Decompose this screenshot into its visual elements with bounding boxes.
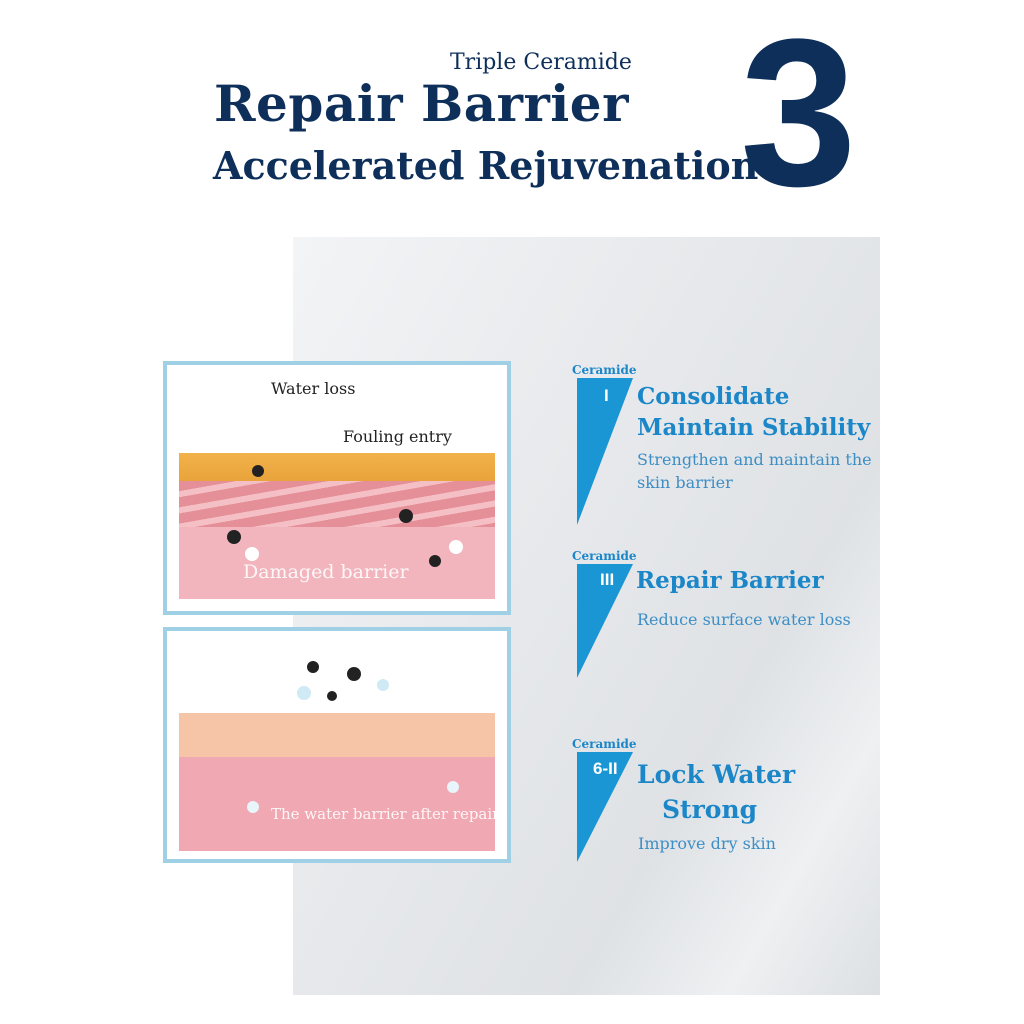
epidermis-layer (179, 481, 495, 529)
damaged-barrier-illustration: Water loss Fouling entry Damaged barrier (163, 361, 511, 615)
ceramide-numeral: III (600, 570, 615, 589)
ceramide-numeral: 6-II (593, 759, 618, 778)
fouling-entry-label: Fouling entry (343, 427, 452, 446)
ceramide-label: Ceramide (572, 549, 637, 563)
damaged-barrier-caption: Damaged barrier (243, 561, 409, 583)
repaired-barrier-caption: The water barrier after repair (271, 805, 500, 823)
stratum-layer (179, 453, 495, 483)
ceramide-triangle (577, 378, 633, 525)
subtitle: Triple Ceramide (450, 50, 632, 75)
ceramide-description: Improve dry skin (638, 834, 776, 853)
ceramide-numeral: I (604, 386, 609, 405)
ceramide-triangle (577, 752, 633, 862)
ceramide-title: Repair Barrier (636, 567, 824, 594)
big-number: 3 (740, 0, 857, 230)
ceramide-triangle (577, 564, 633, 678)
ceramide-label: Ceramide (572, 737, 637, 751)
page-title: Repair Barrier (214, 74, 629, 133)
ceramide-label: Ceramide (572, 363, 637, 377)
ceramide-description: Reduce surface water loss (637, 610, 851, 629)
water-loss-label: Water loss (271, 379, 356, 398)
tagline: Accelerated Rejuvenation (213, 143, 759, 188)
repaired-barrier-illustration: The water barrier after repair (163, 627, 511, 863)
upper-layer (179, 713, 495, 759)
lower-layer (179, 757, 495, 851)
